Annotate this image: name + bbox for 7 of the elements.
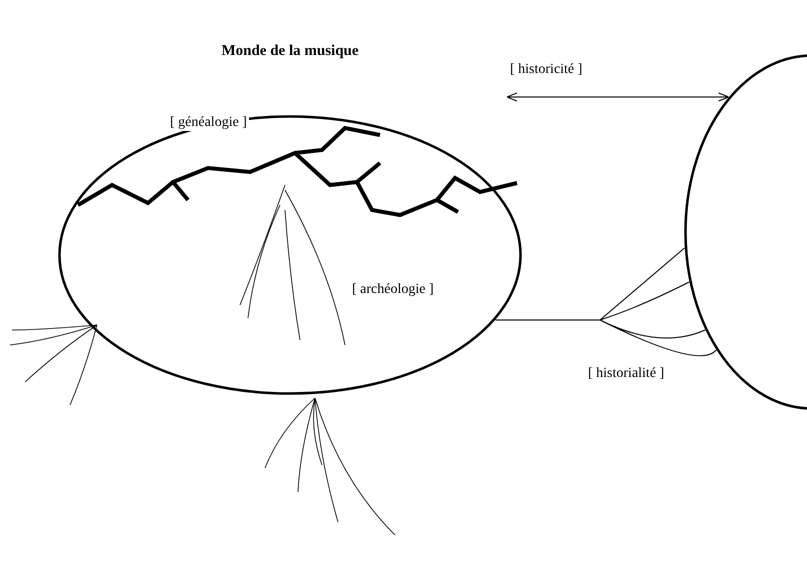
title-text: Monde de la musique bbox=[220, 43, 360, 60]
double-arrow bbox=[506, 92, 730, 102]
region-label: [ archéologie ] bbox=[350, 282, 436, 298]
edge-label: [ historialité ] bbox=[586, 366, 666, 382]
region-label: [ généalogie ] bbox=[168, 115, 249, 131]
branching-line bbox=[494, 248, 717, 356]
edge-label: [ historicité ] bbox=[508, 62, 584, 78]
